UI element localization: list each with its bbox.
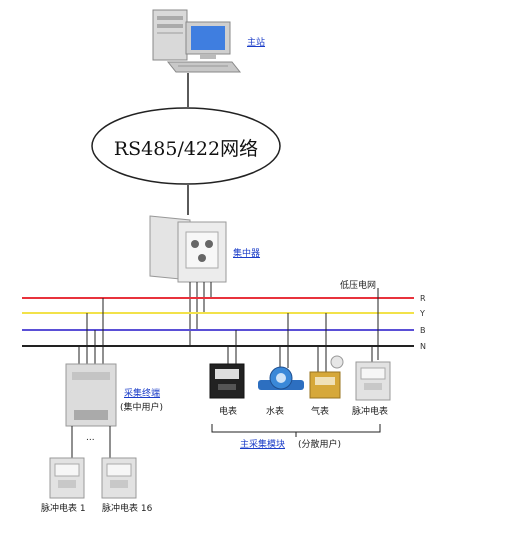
electricity-meter-icon <box>209 363 245 399</box>
line-y-label: Y <box>420 309 425 318</box>
terminal-sublabel: (集中用户) <box>120 403 164 413</box>
water-meter-label: 水表 <box>266 407 285 417</box>
network-label: RS485/422网络 <box>113 138 259 160</box>
pulse-meter-16-icon <box>101 457 137 499</box>
module-label[interactable]: 主采集模块 <box>240 440 286 450</box>
line-b-label: B <box>420 326 426 335</box>
dots-label: ... <box>86 433 95 443</box>
concentrator-label[interactable]: 集中器 <box>233 249 261 259</box>
grid-label: 低压电网 <box>340 281 377 291</box>
line-r-label: R <box>420 294 426 303</box>
pulse-meter-16-label: 脉冲电表 16 <box>102 504 153 514</box>
network-ellipse <box>91 107 281 185</box>
pulse-meter-1-label: 脉冲电表 1 <box>41 504 86 514</box>
collection-terminal-icon <box>65 363 117 427</box>
pulse-meter-1-icon <box>49 457 85 499</box>
gas-meter-label: 气表 <box>311 407 330 417</box>
module-sublabel: (分散用户) <box>298 440 342 450</box>
host-computer-icon <box>152 9 242 73</box>
electricity-meter-label: 电表 <box>219 407 238 417</box>
distributed-pulse-meter-label: 脉冲电表 <box>352 407 389 417</box>
water-meter-icon <box>258 366 304 390</box>
host-label[interactable]: 主站 <box>247 38 266 48</box>
terminal-label[interactable]: 采集终端 <box>124 389 161 399</box>
distributed-pulse-meter-icon <box>355 361 391 401</box>
module-brace <box>211 424 381 433</box>
line-n-label: N <box>420 342 426 351</box>
concentrator-box-icon <box>149 215 227 283</box>
gas-meter-icon <box>309 355 344 399</box>
